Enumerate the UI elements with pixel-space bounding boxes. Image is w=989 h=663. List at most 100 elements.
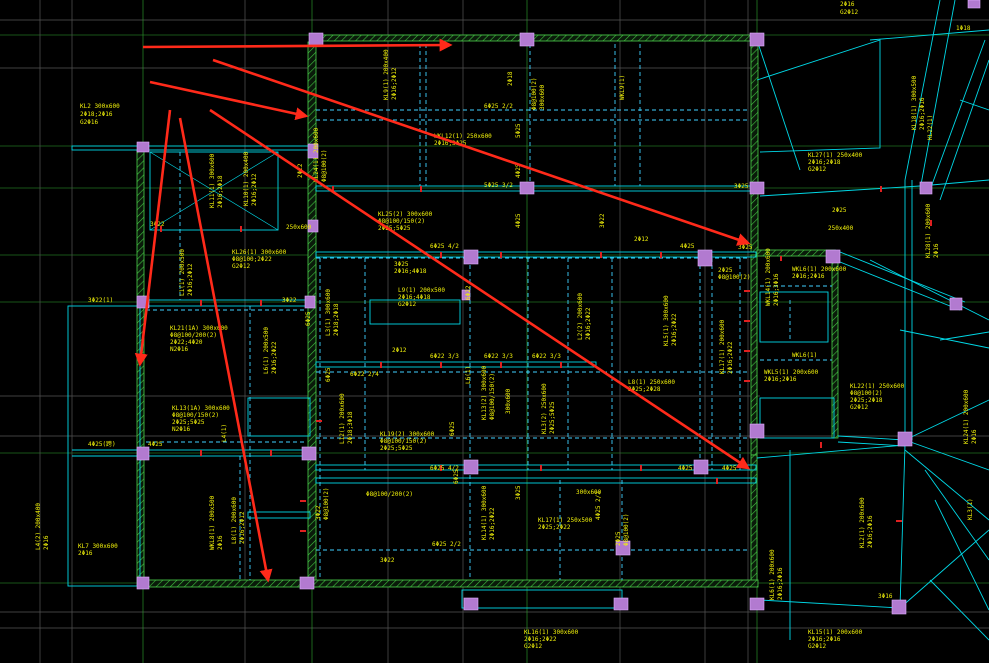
beam-label: 2Φ25;5Φ25 xyxy=(378,225,411,232)
beam-label-vertical: WKL8(1) 200x500 xyxy=(209,495,216,550)
beam-label: 6Φ22 3/3 xyxy=(532,353,561,360)
beam-label-vertical: L4(1) xyxy=(221,424,228,442)
beam-label: 250x600 xyxy=(286,224,312,231)
beam-label-vertical: Φ8@100/150(2) xyxy=(489,373,496,420)
beam-label-vertical: 4Φ25 2/2 xyxy=(595,491,602,520)
beam-label: 6Φ22 3/3 xyxy=(484,353,513,360)
beam-label-vertical: KL18(1) 300x500 xyxy=(911,75,918,130)
beam-label: 2Φ25;5Φ25 xyxy=(172,419,205,426)
beam-label-vertical: 2Φ16;2Φ22 xyxy=(727,341,734,374)
beam-label-vertical: 6Φ25 xyxy=(453,469,460,484)
beam-label: 3Φ22 xyxy=(282,297,297,304)
beam-label-vertical: 6Φ25 xyxy=(449,421,456,436)
arrow-4 xyxy=(209,108,751,470)
beam-label: 2Φ25 xyxy=(832,207,847,214)
beam-label: 5Φ25 3/2 xyxy=(484,182,513,189)
beam-label-vertical: L4(2) 200x400 xyxy=(35,503,42,550)
beam-label: G2Φ12 xyxy=(524,643,542,650)
rebar-marks xyxy=(160,186,932,532)
beam-annotations: KL2 300x6002Φ18;2Φ16G2Φ163Φ223Φ22(1)3Φ22… xyxy=(78,1,971,650)
beam-label: KL17(1) 250x500 xyxy=(538,517,593,524)
beam-label-vertical: L6(1) xyxy=(465,366,472,384)
beam-label: WKL5(1) 200x600 xyxy=(764,369,819,376)
beam-label: Φ8@100(2) xyxy=(718,274,751,281)
beam-label: 2Φ16;2Φ16 xyxy=(792,273,825,280)
beam-label: 2Φ16;2Φ22 xyxy=(524,636,557,643)
beam-label: 6Φ25 4/2 xyxy=(430,465,459,472)
beam-label-vertical: 2Φ16;2Φ22 xyxy=(671,313,678,346)
beam-label-vertical: KL13(2) 300x600 xyxy=(481,365,488,420)
beam-label: WKL6(1) xyxy=(792,352,817,359)
beam-label-vertical: 2Φ16;2Φ16 xyxy=(777,567,784,600)
beam-label: Φ8@100/150(2) xyxy=(378,218,425,225)
beam-label-vertical: 2Φ16 xyxy=(971,429,978,444)
beam-label: 6Φ25 2/2 xyxy=(484,103,513,110)
beam-label: 2Φ16;2Φ16 xyxy=(764,376,797,383)
beam-label: 2Φ12 xyxy=(634,236,649,243)
callout-arrows xyxy=(134,38,751,583)
beam-label-vertical: 5Φ25 xyxy=(515,123,522,138)
beam-label-vertical: Φ8@100(2) xyxy=(531,77,538,110)
beam-label-vertical: 2Φ16;2Φ12 xyxy=(187,263,194,296)
beam-label: N2Φ16 xyxy=(172,426,190,433)
beam-label-vertical: KL5(1) 300x600 xyxy=(663,295,670,346)
beam-label-vertical: 2Φ16;2Φ12 xyxy=(391,67,398,100)
beam-label-vertical: KL11(1) 300x600 xyxy=(209,153,216,208)
beam-label-vertical: 2Φ18;3Φ18 xyxy=(347,411,354,444)
arrow-6 xyxy=(178,117,273,583)
beam-label: KL21(1A) 300x600 xyxy=(170,325,228,332)
beam-label: 2Φ16;2Φ16 xyxy=(808,636,841,643)
beam-label: N2Φ16 xyxy=(170,346,188,353)
beam-label: Φ8@100/200(2) xyxy=(170,332,217,339)
beam-label-vertical: KL17(1) 200x600 xyxy=(719,319,726,374)
beam-label-vertical: KL10(1) 200x400 xyxy=(243,151,250,206)
beam-label: Φ8@100;2Φ22 xyxy=(232,256,272,263)
beam-label-vertical: KL2(1) 200x600 xyxy=(859,497,866,548)
beam-label: G2Φ12 xyxy=(808,643,826,650)
beam-label: 4Φ25 xyxy=(148,441,163,448)
beam-label: 2Φ25 xyxy=(718,267,733,274)
beam-label-vertical: 2Φ16;3Φ16 xyxy=(773,273,780,306)
beam-label-vertical: L12(1) 200x600 xyxy=(339,393,346,444)
beam-label-vertical: L2(2) 200x600 xyxy=(577,293,584,340)
beam-label: KL7 300x600 xyxy=(78,543,118,550)
beam-label: KL22(1) 250x600 xyxy=(850,383,905,390)
beam-label-vertical: Φ8@100(2) xyxy=(323,487,330,520)
beam-label: 2Φ25;2Φ18 xyxy=(850,397,883,404)
beam-label-vertical: L8(1) 200x600 xyxy=(231,497,238,544)
beam-label-vertical: 6Φ25 xyxy=(325,367,332,382)
beam-label: 6Φ22 2/4 xyxy=(350,371,379,378)
beam-label: G2Φ12 xyxy=(398,301,416,308)
beam-label: WKL12(1) 250x600 xyxy=(434,133,492,140)
beam-label: 2Φ16;4Φ18 xyxy=(394,268,427,275)
beam-label: KL15(1) 200x600 xyxy=(808,629,863,636)
beam-label-vertical: 2Φ16;2Φ18 xyxy=(217,175,224,208)
beam-label-vertical: KL3(2) 250x600 xyxy=(541,383,548,434)
beam-label: KL26(1) 300x600 xyxy=(232,249,287,256)
beam-label: 300x600 xyxy=(576,489,602,496)
beam-label: G2Φ12 xyxy=(808,166,826,173)
beam-label-vertical: 2Φ16;2Φ22 xyxy=(271,341,278,374)
dashed-beams xyxy=(146,44,832,580)
beam-label-vertical: Φ8@100(2) xyxy=(623,513,630,546)
beam-label-vertical: 300x600 xyxy=(505,388,512,414)
beam-label-vertical: 4Φ25 xyxy=(515,163,522,178)
beam-label: 4Φ25 xyxy=(680,243,695,250)
beam-label-vertical: 2Φ16 xyxy=(217,535,224,550)
beam-label: 4Φ25 xyxy=(678,465,693,472)
beam-label: 3Φ25 xyxy=(734,183,749,190)
beam-label-vertical: WKL9(1) xyxy=(619,75,626,100)
beam-label-vertical: KL6(1) 200x600 xyxy=(769,549,776,600)
beam-label-vertical: KL24(1) 200x600 xyxy=(963,389,970,444)
beam-label: 2Φ16 xyxy=(840,1,855,8)
beam-label-vertical: 2Φ16;2Φ12 xyxy=(239,511,246,544)
beam-label-vertical: KL9(1) 200x400 xyxy=(383,49,390,100)
beam-label-vertical: 2Φ18;2Φ18 xyxy=(333,303,340,336)
beam-label: 2Φ25;5Φ25 xyxy=(380,445,413,452)
beam-label: Φ8@100(2) xyxy=(850,390,883,397)
beam-label-vertical: 2Φ16;2Φ22 xyxy=(489,507,496,540)
arrow-3 xyxy=(212,58,751,246)
beam-label-vertical: KL28(1) 200x600 xyxy=(925,203,932,258)
